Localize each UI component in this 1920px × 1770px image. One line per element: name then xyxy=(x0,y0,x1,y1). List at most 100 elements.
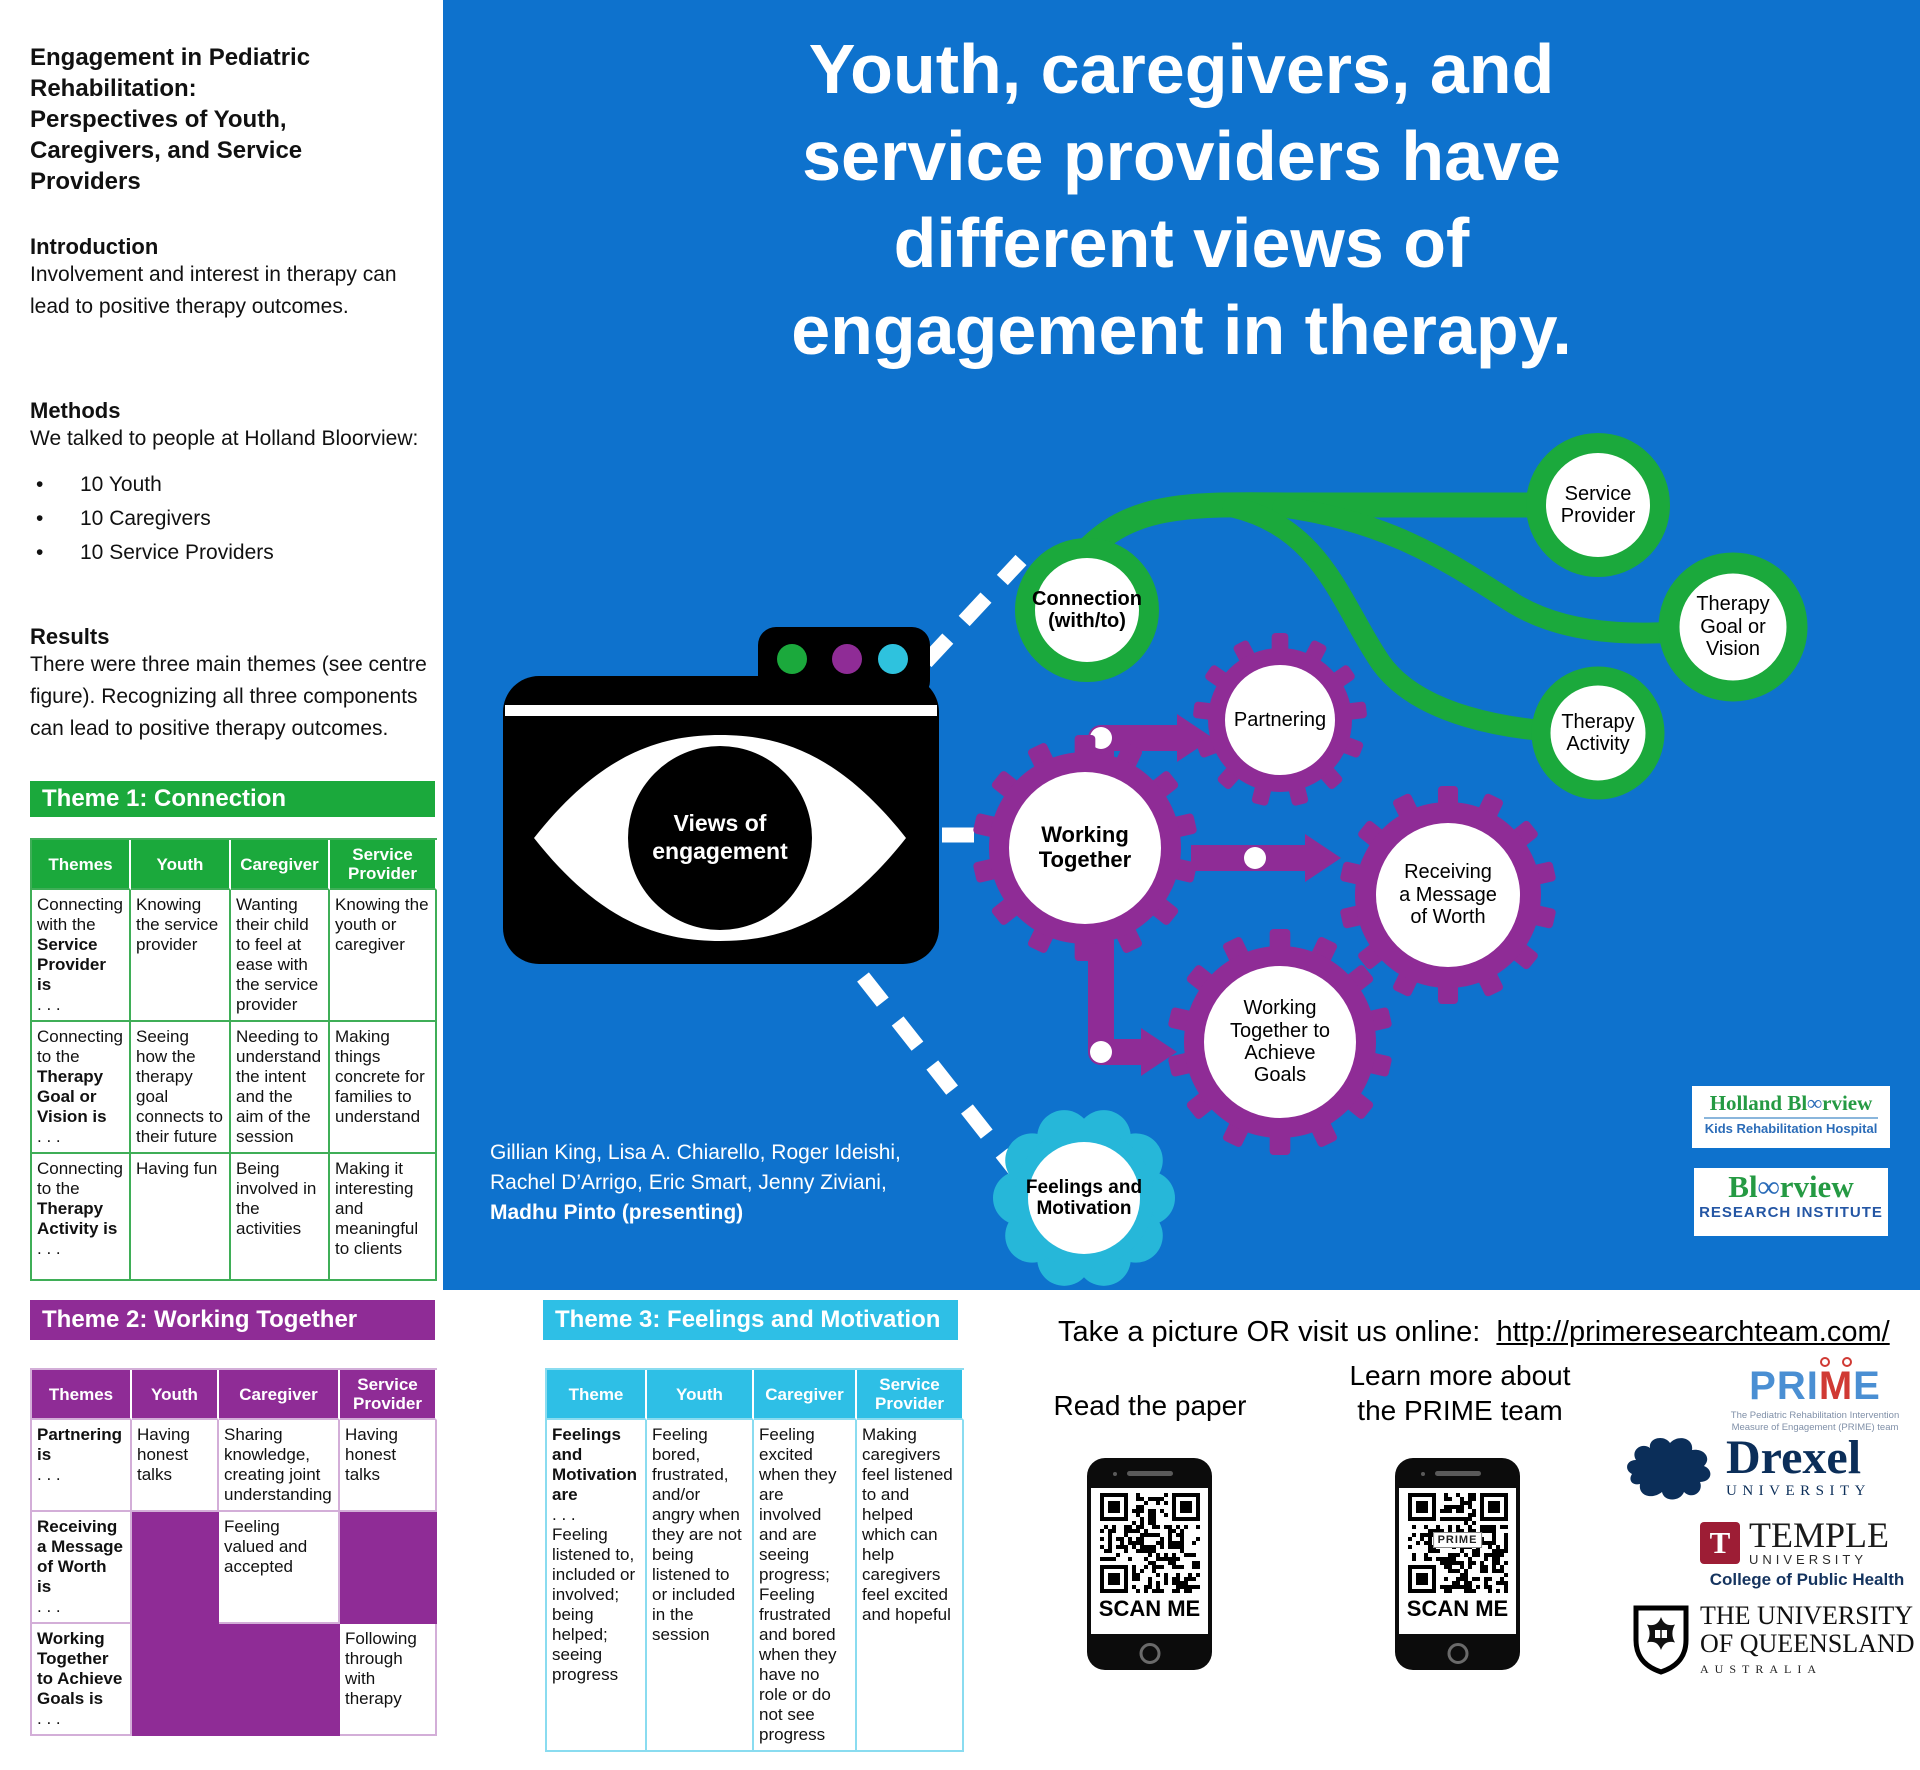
uq-subtitle: AUSTRALIA xyxy=(1700,1662,1822,1676)
service-provider-cell: Making things concrete for families to u… xyxy=(330,1022,437,1154)
filled-cell xyxy=(132,1624,340,1736)
qr-center-label: PRIME xyxy=(1432,1532,1483,1548)
introduction-heading: Introduction xyxy=(30,234,159,260)
column-header: Theme xyxy=(547,1370,647,1420)
authors-list: Gillian King, Lisa A. Chiarello, Roger I… xyxy=(490,1138,901,1228)
uq-wordmark-line1: THE UNIVERSITY xyxy=(1700,1601,1914,1630)
list-item: 10 Caregivers xyxy=(30,502,430,536)
node-therapy-goal: Therapy Goal or Vision xyxy=(1696,593,1770,661)
methods-body: We talked to people at Holland Bloorview… xyxy=(30,427,419,450)
phone-speaker-dot xyxy=(1421,1472,1425,1476)
table-row: Feelings and Motivation are. . .Feeling … xyxy=(547,1420,964,1752)
column-header: Service Provider xyxy=(330,840,437,890)
youth-cell: Feeling bored, frustrated, and/or angry … xyxy=(647,1420,754,1752)
node-receiving-message: Receiving a Message of Worth xyxy=(1399,861,1497,929)
theme2-table: Themes Youth Caregiver Service Provider … xyxy=(30,1368,437,1736)
youth-cell: Having fun xyxy=(131,1154,231,1281)
temple-logo: T TEMPLE UNIVERSITY xyxy=(1700,1515,1889,1567)
temple-t-icon: T xyxy=(1700,1521,1740,1564)
theme1-header-bar: Theme 1: Connection xyxy=(30,781,435,817)
main-headline: Youth, caregivers, and service providers… xyxy=(791,30,1572,369)
temple-subtitle: UNIVERSITY xyxy=(1749,1552,1868,1567)
camera-dot-cyan xyxy=(878,644,908,674)
cta-label: Take a picture OR visit us online: xyxy=(1058,1316,1481,1348)
infinity-icon: ∞ xyxy=(1807,1091,1823,1115)
list-item: 10 Youth xyxy=(30,468,430,502)
service-provider-cell: Having honest talks xyxy=(340,1420,437,1512)
node-connection: Connection (with/to) xyxy=(1032,587,1142,632)
learn-more-label: Learn more about the PRIME team xyxy=(1349,1360,1571,1426)
filled-cell xyxy=(340,1512,437,1624)
divider xyxy=(1704,1117,1878,1119)
list-item: 10 Service Providers xyxy=(30,536,430,570)
phone-screen: SCAN ME xyxy=(1091,1488,1208,1634)
dashed-sight-lines xyxy=(857,554,1027,1175)
theme-cell: Working Together to Achieve Goals is. . … xyxy=(32,1624,132,1736)
temple-wordmark: TEMPLE xyxy=(1749,1515,1889,1555)
partnering-gear xyxy=(1193,633,1367,806)
eye-pupil xyxy=(628,746,812,930)
bloorview-wordmark: Bl∞rview xyxy=(1728,1169,1854,1204)
column-header: Service Provider xyxy=(857,1370,964,1420)
infinity-icon: ∞ xyxy=(1757,1169,1780,1204)
author-line: Rachel D’Arrigo, Eric Smart, Jenny Zivia… xyxy=(490,1171,887,1194)
feelings-motivation-flower xyxy=(993,1110,1175,1286)
holland-bloorview-subtitle: Kids Rehabilitation Hospital xyxy=(1704,1121,1878,1136)
drexel-subtitle: UNIVERSITY xyxy=(1726,1483,1871,1499)
caregiver-cell: Feeling valued and accepted xyxy=(219,1512,340,1624)
holland-bloorview-wordmark: Holland Bl∞rview xyxy=(1709,1091,1873,1115)
results-body: There were three main themes (see centre… xyxy=(30,653,427,740)
prime-website-link[interactable]: http://primeresearchteam.com/ xyxy=(1496,1316,1890,1348)
column-header: Service Provider xyxy=(340,1370,437,1420)
engagement-diagram xyxy=(503,433,1808,1286)
column-header: Caregiver xyxy=(754,1370,857,1420)
author-line: Gillian King, Lisa A. Chiarello, Roger I… xyxy=(490,1141,901,1164)
scan-me-label: SCAN ME xyxy=(1098,1596,1201,1621)
theme-cell: Partnering is. . . xyxy=(32,1420,132,1512)
read-paper-label: Read the paper xyxy=(1053,1390,1247,1421)
uq-logo: THE UNIVERSITY OF QUEENSLAND AUSTRALIA xyxy=(1632,1602,1915,1677)
caregiver-cell: Being involved in the activities xyxy=(231,1154,330,1281)
bloorview-research-institute-logo: Bl∞rview RESEARCH INSTITUTE xyxy=(1694,1168,1888,1236)
phone-qr-team: SCAN ME PRIME xyxy=(1395,1458,1520,1670)
node-service-provider: Service Provider xyxy=(1560,482,1636,527)
scan-me-label: SCAN ME xyxy=(1406,1596,1509,1621)
phone-qr-paper: SCAN ME xyxy=(1087,1458,1212,1670)
methods-heading: Methods xyxy=(30,398,121,424)
holland-bloorview-logo: Holland Bl∞rview Kids Rehabilitation Hos… xyxy=(1692,1086,1890,1148)
center-figure-panel: Youth, caregivers, and service providers… xyxy=(443,0,1920,1290)
column-header: Youth xyxy=(647,1370,754,1420)
working-together-gear xyxy=(973,735,1197,961)
column-header: Youth xyxy=(132,1370,219,1420)
column-header: Caregiver xyxy=(231,840,330,890)
column-header: Youth xyxy=(131,840,231,890)
uq-wordmark-line2: OF QUEENSLAND xyxy=(1700,1629,1915,1658)
results-heading: Results xyxy=(30,624,110,650)
drexel-logo: Drexel UNIVERSITY xyxy=(1620,1430,1871,1505)
phone-speaker xyxy=(1126,1471,1173,1476)
research-institute-subtitle: RESEARCH INSTITUTE xyxy=(1699,1204,1883,1221)
theme-cell: Feelings and Motivation are. . .Feeling … xyxy=(547,1420,647,1752)
caregiver-cell: Sharing knowledge, creating joint unders… xyxy=(219,1420,340,1512)
uq-shield-icon xyxy=(1633,1605,1689,1675)
camera-graphic xyxy=(503,627,939,964)
presenting-author: Madhu Pinto (presenting) xyxy=(490,1201,744,1224)
methods-bullet-list: 10 Youth 10 Caregivers 10 Service Provid… xyxy=(30,468,430,570)
cta-line: Take a picture OR visit us online: http:… xyxy=(1058,1316,1890,1349)
node-therapy-activity: Therapy Activity xyxy=(1561,710,1635,755)
table-row: Receiving a Message of Worth is. . . Fee… xyxy=(32,1512,437,1624)
drexel-wordmark: Drexel xyxy=(1726,1431,1862,1484)
youth-cell: Seeing how the therapy goal connects to … xyxy=(131,1022,231,1154)
drexel-dragon-icon xyxy=(1627,1437,1711,1500)
theme2-header-bar: Theme 2: Working Together xyxy=(30,1300,435,1340)
green-connection-lines xyxy=(1070,492,1744,744)
youth-cell: Having honest talks xyxy=(132,1420,219,1512)
table-row: Working Together to Achieve Goals is. . … xyxy=(32,1624,437,1736)
theme3-header-bar: Theme 3: Feelings and Motivation xyxy=(543,1300,958,1340)
phone-speaker xyxy=(1434,1471,1481,1476)
achieve-goals-gear xyxy=(1168,929,1392,1155)
